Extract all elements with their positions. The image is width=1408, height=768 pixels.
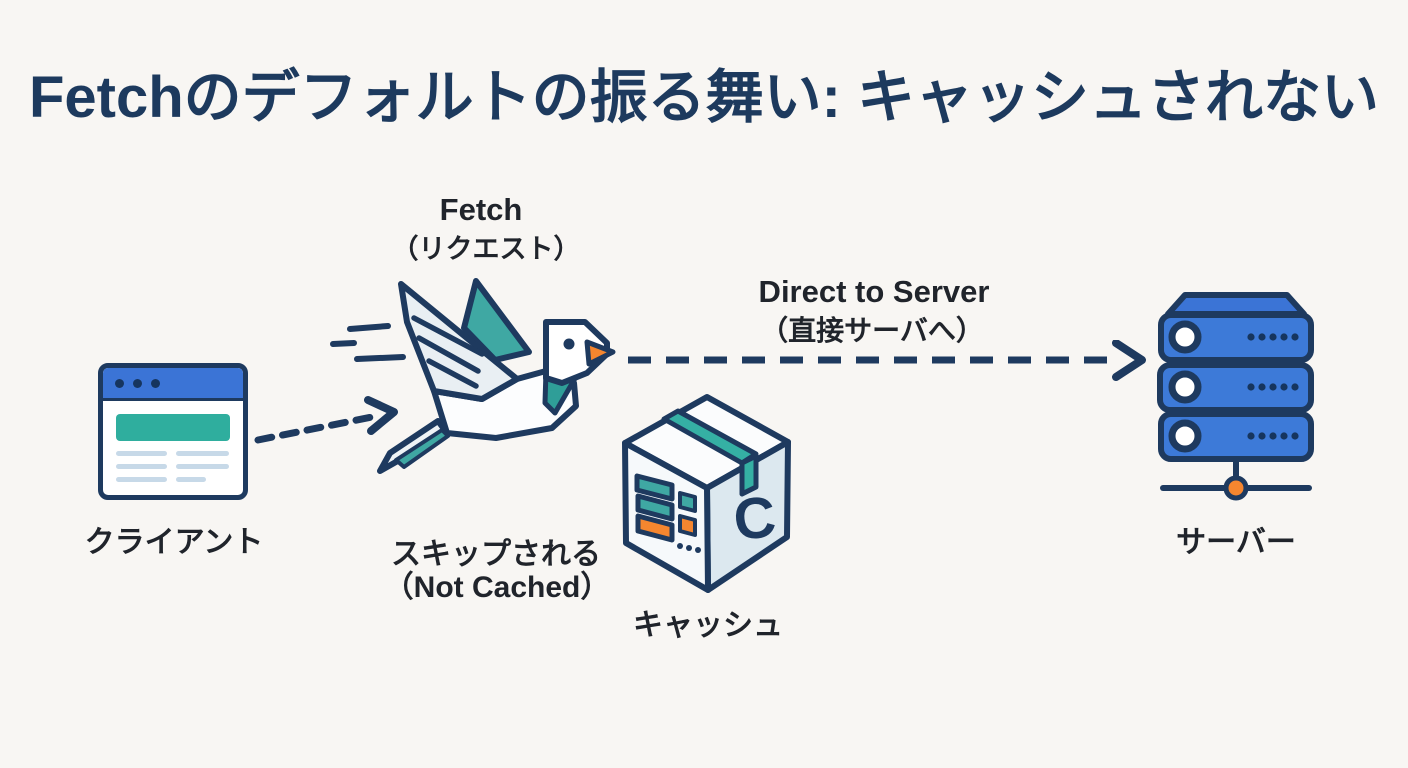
server-led — [1168, 320, 1202, 354]
browser-content — [103, 401, 243, 482]
browser-title-bar — [103, 368, 243, 401]
arrowhead-icon — [1112, 340, 1146, 381]
browser-dot-icon — [133, 378, 142, 388]
cache-chip — [678, 491, 697, 513]
text-skeleton-line — [176, 477, 206, 482]
text-skeleton-line — [176, 451, 229, 456]
cache-label: キャッシュ — [633, 609, 783, 642]
cache-chip — [678, 514, 697, 537]
text-skeleton-line — [116, 464, 167, 469]
network-node-icon — [1223, 475, 1249, 501]
arrowhead-icon — [364, 396, 398, 435]
client-label: クライアント — [84, 526, 264, 559]
flying-bird-icon — [330, 278, 616, 474]
server-unit — [1158, 312, 1314, 363]
browser-dot-icon — [115, 378, 124, 388]
server-led — [1168, 419, 1202, 453]
server-led — [1168, 370, 1202, 404]
cache-entry-bar — [634, 473, 675, 502]
speed-line — [354, 354, 406, 362]
speed-line — [330, 340, 357, 347]
server-roof — [1165, 292, 1307, 317]
server-stack-icon — [1157, 292, 1314, 501]
cache-skip-note-line1: スキップされる — [391, 538, 601, 571]
beak-icon — [584, 339, 616, 367]
text-skeleton-line — [116, 477, 167, 482]
browser-dot-icon — [151, 378, 160, 388]
cache-letter: C — [730, 484, 778, 553]
cache-entry-bar — [635, 493, 675, 522]
cache-entry-bar — [635, 513, 675, 543]
server-label: サーバー — [1176, 526, 1296, 559]
cache-skip-note-line2: （Not Cached） — [383, 571, 611, 604]
fetch-label: Fetch — [439, 192, 523, 227]
speed-line — [347, 323, 391, 332]
eye-icon — [563, 338, 575, 350]
browser-banner-block — [116, 414, 230, 441]
text-skeleton-line — [176, 464, 229, 469]
page-title: Fetchのデフォルトの振る舞い: キャッシュされない — [28, 65, 1380, 130]
cardboard-box-icon: C — [622, 394, 791, 593]
direct-arrow-label-ja: （直接サーバへ） — [760, 315, 984, 346]
direct-arrow-label-en: Direct to Server — [758, 274, 990, 309]
text-skeleton-line — [116, 451, 167, 456]
client-browser-icon — [98, 363, 248, 500]
fetch-sublabel: （リクエスト） — [391, 234, 581, 264]
server-unit — [1157, 362, 1314, 413]
dashed-arrow-fetch-to-server — [628, 340, 1146, 381]
dashed-arrow-client-to-fetch — [254, 396, 398, 444]
server-vent-dots — [1247, 333, 1299, 440]
tape-strip — [739, 453, 759, 497]
